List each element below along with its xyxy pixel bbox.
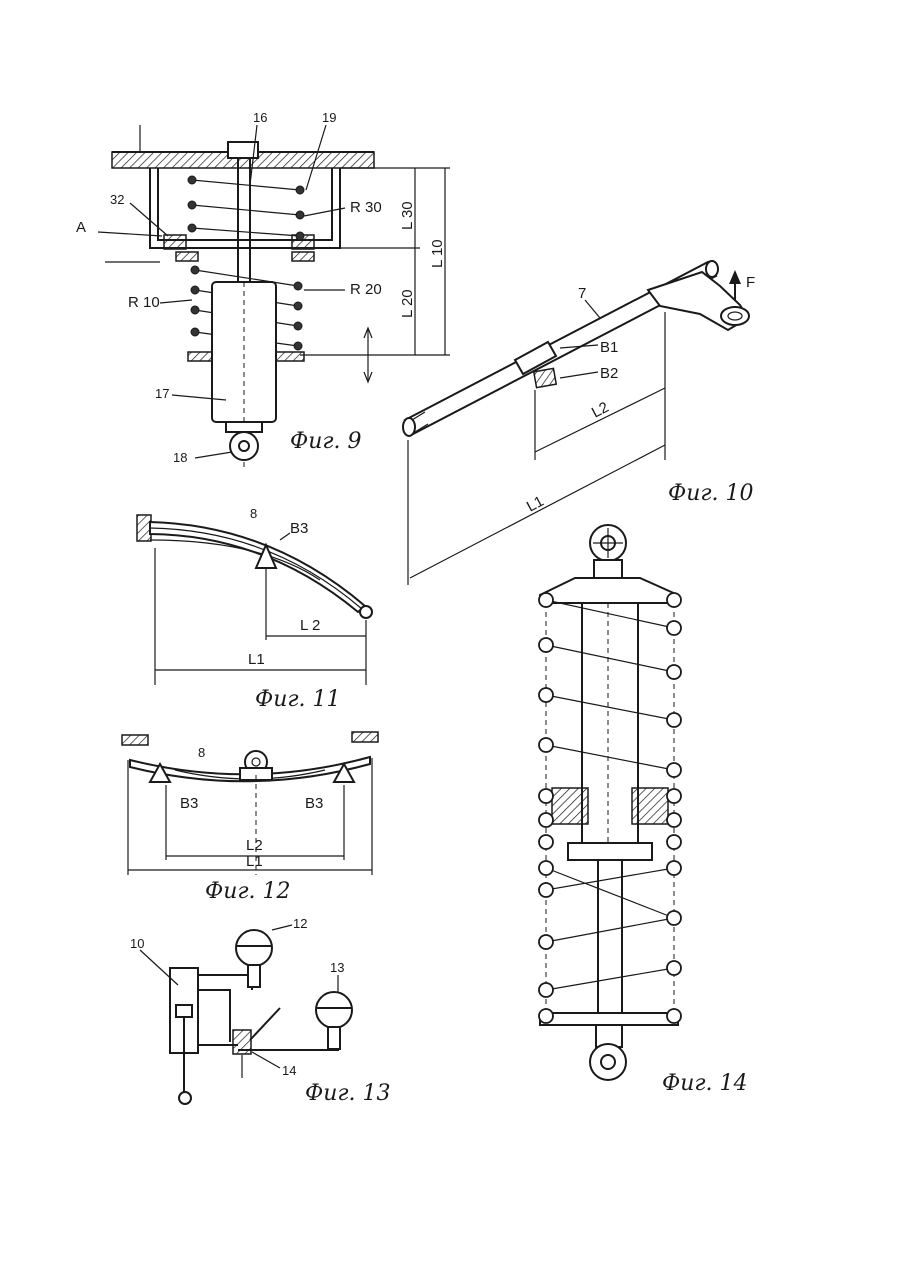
accumulator-13: [316, 992, 352, 1028]
figure-13: 10 12 13 14 Фиг. 13: [130, 916, 391, 1106]
valve-14: [233, 1030, 251, 1054]
bottom-spring-seat: [540, 1013, 678, 1025]
label-7: 7: [578, 285, 586, 302]
label-13: 13: [330, 960, 344, 975]
label-14: 14: [282, 1063, 296, 1078]
label-l10: L 10: [429, 239, 446, 268]
top-spring-seat: [540, 578, 678, 603]
label-b3-fig11: B3: [290, 520, 308, 537]
label-l20: L 20: [399, 289, 416, 318]
label-a: A: [76, 219, 86, 236]
label-10: 10: [130, 936, 144, 951]
bearing-b2: [534, 368, 556, 387]
label-r10: R 10: [128, 294, 160, 311]
label-force: F: [746, 274, 755, 291]
spring-r30: [188, 176, 304, 240]
figure-12: 8 B3 B3 L2 L1 Фиг. 12: [122, 732, 378, 904]
label-8-fig11: 8: [250, 506, 257, 521]
figure-10: 7 F B1 B2 L2 L1 Фиг. 10: [403, 261, 755, 585]
accumulator-12: [236, 930, 272, 966]
label-8-fig12: 8: [198, 745, 205, 760]
bottom-eye: [590, 1044, 626, 1080]
label-l2-fig10: L2: [589, 399, 612, 422]
damper-eye: [230, 432, 258, 460]
fig14-caption: Фиг. 14: [662, 1071, 748, 1096]
label-32: 32: [110, 192, 124, 207]
figure-9: 16 19 32 A R 30 R 20 R 10 17 18 L 30 L 1…: [76, 110, 450, 470]
label-19: 19: [322, 110, 336, 125]
label-17: 17: [155, 386, 169, 401]
figure-14: Фиг. 14: [539, 525, 748, 1096]
label-r20: R 20: [350, 281, 382, 298]
damper-cylinder: [582, 603, 638, 843]
fig9-caption: Фиг. 9: [290, 429, 362, 454]
label-l2-fig12: L2: [246, 837, 263, 854]
label-l1-fig10: L1: [524, 493, 547, 516]
label-b1: B1: [600, 339, 618, 356]
rubber-stop-left: [552, 788, 588, 824]
label-r30: R 30: [350, 199, 382, 216]
label-l30: L 30: [399, 201, 416, 230]
label-l1-fig11: L1: [248, 651, 265, 668]
label-l1-fig12: L1: [246, 853, 263, 870]
label-b3-left: B3: [180, 795, 198, 812]
fig12-caption: Фиг. 12: [205, 879, 291, 904]
label-12: 12: [293, 916, 307, 931]
figure-11: 8 B3 L 2 L1 Фиг. 11: [137, 506, 372, 712]
label-l2-fig11: L 2: [300, 617, 320, 634]
rubber-stop-right: [632, 788, 668, 824]
middle-collar: [568, 843, 652, 860]
label-b2: B2: [600, 365, 618, 382]
piston-rod: [598, 860, 622, 1015]
fig11-caption: Фиг. 11: [255, 687, 341, 712]
fig10-caption: Фиг. 10: [668, 481, 754, 506]
fig13-caption: Фиг. 13: [305, 1081, 391, 1106]
label-16: 16: [253, 110, 267, 125]
label-18: 18: [173, 450, 187, 465]
label-b3-right: B3: [305, 795, 323, 812]
